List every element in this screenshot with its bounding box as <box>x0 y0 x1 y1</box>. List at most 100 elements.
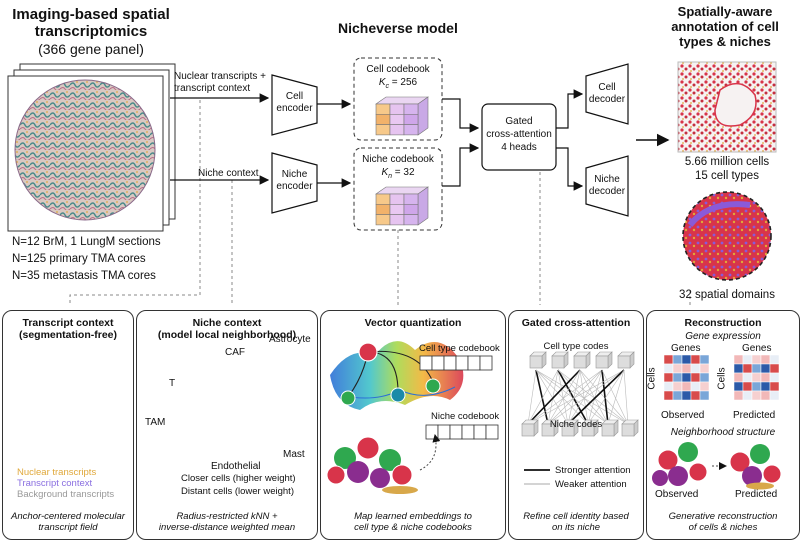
panel-transcript-context: Transcript context (segmentation-free) N… <box>2 310 134 540</box>
code-cube <box>541 419 559 437</box>
legend-closer: Closer cells (higher weight) <box>181 473 296 484</box>
label-caf: CAF <box>225 347 245 358</box>
nuclear-transcripts-label: Nuclear transcripts + transcript context <box>174 71 266 94</box>
panel-transcript-title: Transcript context (segmentation-free) <box>18 317 117 341</box>
panel-gca-caption: Refine cell identity based on its niche <box>523 511 629 533</box>
recon-cells-left: Cells <box>646 367 658 390</box>
weak-attention-edge <box>547 369 625 425</box>
cell-decoder-label: Cell decoder <box>588 82 626 105</box>
input-arrows <box>170 93 270 185</box>
weak-attention-edge <box>623 369 629 425</box>
weak-attention-edge <box>527 369 537 425</box>
weak-attention-edge <box>535 369 629 425</box>
legend-nuclear: Nuclear transcripts <box>17 467 97 478</box>
recon-cells-right: Cells <box>716 367 728 390</box>
gated-cross-attention-label: Gated cross-attention 4 heads <box>486 116 552 153</box>
code-cube <box>529 351 547 369</box>
label-t: T <box>169 378 176 389</box>
strong-attention-edge <box>567 369 625 425</box>
output-title: Spatially-aware annotation of cell types… <box>671 4 779 49</box>
niche-codebook-cube <box>375 186 429 226</box>
model-title: Nicheverse model <box>338 20 458 36</box>
label-tam: TAM <box>145 417 166 428</box>
cells-count: 5.66 million cells <box>684 156 770 168</box>
niche-encoder-label: Niche encoder <box>276 169 313 192</box>
panel-gated-cross-attention: Gated cross-attention Cell type codes Ni… <box>508 310 644 540</box>
gca-cell-codes-label: Cell type codes <box>543 341 609 352</box>
vq-landscape <box>326 341 499 494</box>
tissue-stack-image <box>7 63 176 232</box>
recon-observed-top: Observed <box>661 410 705 421</box>
recon-genes-left: Genes <box>671 343 701 354</box>
transcript-legend: Nuclear transcripts Transcript context B… <box>17 467 114 500</box>
input-title: Imaging-based spatial transcriptomics <box>12 6 170 40</box>
code-cube <box>561 419 579 437</box>
code-cube <box>551 351 569 369</box>
input-subtitle: (366 gene panel) <box>38 41 144 57</box>
gca-graph <box>521 351 639 485</box>
recon-genes-right: Genes <box>742 343 772 354</box>
panel-niche-caption: Radius-restricted kNN + inverse-distance… <box>158 511 296 533</box>
cell-type-map-image <box>677 61 777 153</box>
niche-codebook-label: Niche codebook Kn = 32 <box>362 154 434 180</box>
weak-attention-edge <box>547 369 603 425</box>
niche-context-label: Niche context <box>198 168 259 179</box>
recon-predicted-bottom: Predicted <box>735 489 778 500</box>
spatial-domain-map-image <box>678 190 776 282</box>
gated-cross-attention-box <box>481 103 557 171</box>
cell-codebook-cube <box>375 96 429 136</box>
weak-attention-edge <box>535 369 569 425</box>
heatmap-cell <box>769 390 780 401</box>
reconstruction-heatmaps <box>663 354 780 401</box>
weak-attention-edge <box>535 369 589 425</box>
panel-niche-title: Niche context (model local neighborhood) <box>157 317 297 341</box>
dashed-connectors <box>69 100 691 305</box>
weak-attention-edge <box>579 369 629 425</box>
weak-attention-edge <box>557 369 569 425</box>
spatial-domains-count: 32 spatial domains <box>679 289 775 301</box>
weak-attention-edge <box>547 369 581 425</box>
cell-codebook-label: Cell codebook Kc = 256 <box>366 64 430 90</box>
cell-encoder-shape <box>271 74 318 136</box>
recon-gene-expression: Gene expression <box>685 331 761 342</box>
weak-attention-edge <box>527 369 603 425</box>
panel-gca-title: Gated cross-attention <box>521 317 631 329</box>
weak-attention-edge <box>601 369 629 425</box>
legend-context: Transcript context <box>17 478 93 489</box>
panel-vq-title: Vector quantization <box>364 317 462 329</box>
code-cube <box>581 419 599 437</box>
niche-encoder-shape <box>271 152 318 214</box>
vq-niche-codebook-label: Niche codebook <box>431 411 500 422</box>
label-astrocyte: Astrocyte <box>269 334 311 345</box>
strong-attention-edge <box>557 369 589 425</box>
panel-vq-caption: Map learned embeddings to cell type & ni… <box>354 511 472 533</box>
strong-attention-edge <box>527 369 581 425</box>
recon-predicted-top: Predicted <box>733 410 776 421</box>
code-cube <box>573 351 591 369</box>
niche-decoder-label: Niche decoder <box>588 174 626 197</box>
code-cube <box>617 351 635 369</box>
gca-legend-stronger: Stronger attention <box>555 465 631 476</box>
heatmap-cell <box>699 390 710 401</box>
strong-attention-edge <box>535 369 549 425</box>
recon-neighborhood: Neighborhood structure <box>670 427 776 438</box>
vq-cell-codebook-label: Cell type codebook <box>419 343 500 354</box>
panel-reconstruction: Reconstruction Gene expression Genes Gen… <box>646 310 800 540</box>
recon-observed-bottom: Observed <box>655 489 699 500</box>
code-cube <box>521 419 539 437</box>
weak-attention-edge <box>579 369 589 425</box>
code-cube <box>601 419 619 437</box>
weak-attention-edge <box>567 369 581 425</box>
gca-niche-codes-label: Niche codes <box>549 419 603 430</box>
weak-attention-edge <box>527 369 559 425</box>
weak-attention-edge <box>579 369 609 425</box>
panel-recon-caption: Generative reconstruction of cells & nic… <box>668 511 778 533</box>
code-cube <box>621 419 639 437</box>
panel-transcript-caption: Anchor-centered molecular transcript fie… <box>11 511 125 533</box>
panel-vector-quantization: Vector quantization Cell type codebook N… <box>320 310 506 540</box>
cell-decoder-shape <box>585 63 629 125</box>
gca-legend-weaker: Weaker attention <box>555 479 627 490</box>
neighborhood-structure <box>652 442 782 490</box>
strong-attention-edge <box>601 369 609 425</box>
weak-attention-edge <box>527 369 625 425</box>
